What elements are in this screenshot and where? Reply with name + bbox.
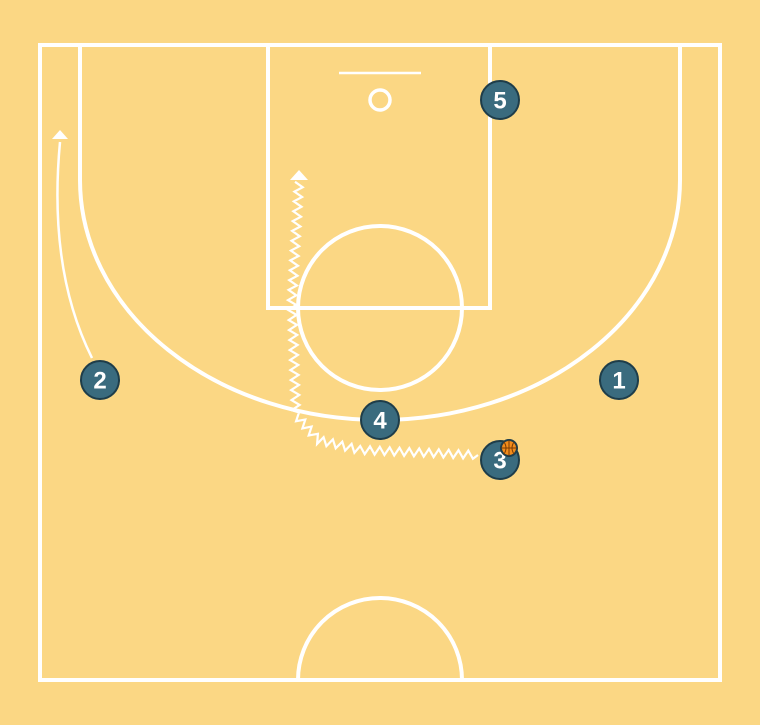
cut-path-player-2	[56, 141, 94, 359]
center-circle	[296, 596, 464, 681]
basketball-icon	[500, 439, 518, 457]
player-2: 2	[80, 360, 120, 400]
player-3: 3	[480, 439, 520, 480]
player-number: 5	[493, 88, 506, 115]
player-5: 5	[480, 80, 520, 120]
free-throw-circle	[296, 224, 464, 392]
basket-rim	[368, 88, 392, 112]
paint-key	[266, 43, 492, 310]
player-marker	[599, 360, 639, 400]
movement-lines	[52, 130, 479, 461]
player-number: 4	[373, 408, 387, 435]
player-number: 1	[612, 368, 625, 395]
players-layer: 1 2 3 4 5	[80, 80, 639, 480]
player-marker	[360, 400, 400, 440]
player-1: 1	[599, 360, 639, 400]
dribble-arrowhead	[290, 170, 308, 180]
player-marker	[80, 360, 120, 400]
cut-arrowhead	[52, 130, 68, 139]
player-4: 4	[360, 400, 400, 440]
player-number: 2	[93, 368, 106, 395]
player-marker	[480, 80, 520, 120]
dribble-path-player-3	[285, 180, 479, 461]
